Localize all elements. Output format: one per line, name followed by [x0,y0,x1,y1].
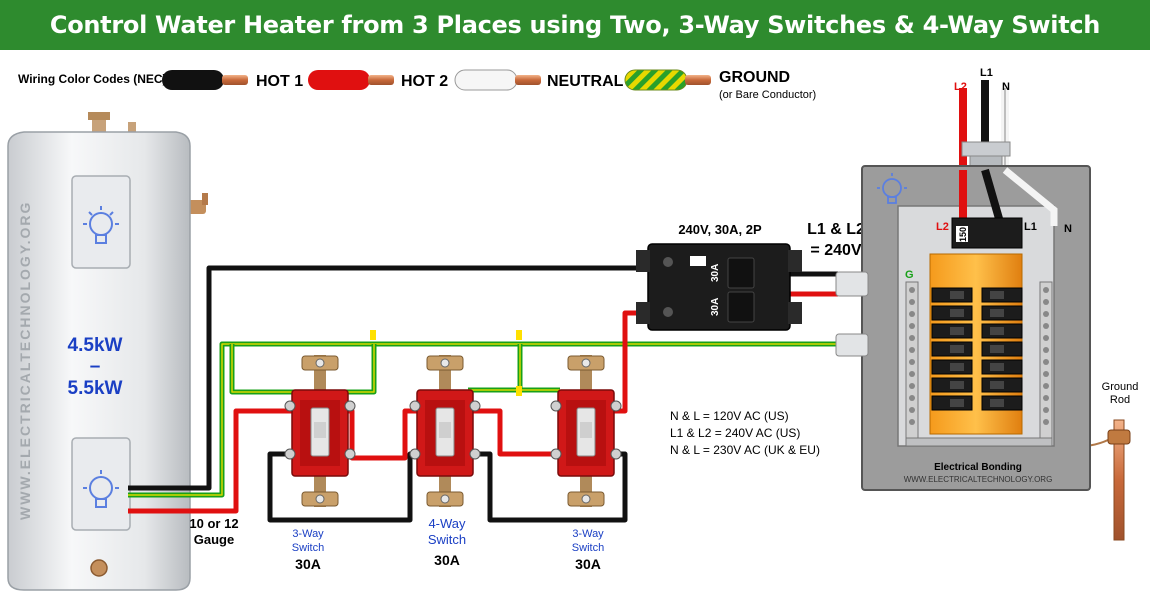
breaker-handle-1[interactable] [727,257,755,289]
panel-label-l1: L1 [1024,221,1037,233]
bonding-label: Electrical Bonding [934,462,1022,473]
gauge-label-line2: Gauge [194,532,234,547]
voltage-note-3: N & L = 230V AC (UK & EU) [670,443,820,457]
main-breaker[interactable] [951,217,1023,249]
breaker-pole1-rating: 30A [710,264,721,282]
upper-access-panel [71,175,131,269]
heater-outlet-pipe [128,122,136,138]
legend-wire-hot1: HOT 1 [162,70,303,90]
switch3-type-line1: 3-Way [572,528,604,540]
panel-fitting-upper [835,271,869,297]
relief-valve [188,200,206,214]
bulb-icon [83,470,119,508]
title-banner: Control Water Heater from 3 Places using… [0,0,1150,50]
switch1-rating: 30A [295,556,321,572]
water-heater: 4.5kW – 5.5kW WWW.ELECTRICALTECHNOLOGY.O… [7,112,208,591]
legend-wire-hot2: HOT 2 [308,70,448,90]
voltage-note-2: L1 & L2 = 240V AC (US) [670,426,800,440]
ground-rod-label-line2: Rod [1110,394,1130,406]
bulb-icon [83,206,119,244]
ground-rod-label-line1: Ground [1102,381,1139,393]
legend-label-neutral: NEUTRAL [547,73,624,90]
color-legend: Wiring Color Codes (NEC) HOT 1 HOT 2 NEU… [18,69,816,101]
ground-splice-markers [370,330,522,396]
heater-power-min: 4.5kW [68,335,123,356]
branch-breakers [931,287,1023,411]
ground-tap-switch2-3 [468,344,560,393]
traveler-black-2 [472,451,628,523]
service-label-l1: L1 [980,67,993,79]
service-label-n: N [1002,81,1010,93]
service-label-l2: L2 [954,81,967,93]
legend-label-hot1: HOT 1 [256,73,303,90]
hot1-heater-to-breaker [128,265,648,491]
double-pole-breaker: 240V, 30A, 2P 30A 30A [636,222,802,331]
switch2-type-line1: 4-Way [428,516,466,531]
supply-label-line2: = 240V [810,242,861,259]
breaker-pole2-rating: 30A [710,298,721,316]
heater-power-max: 5.5kW [68,378,123,399]
gauge-label-line1: 10 or 12 [189,516,238,531]
legend-wire-ground: GROUND (or Bare Conductor) [624,69,816,101]
switch2-type-line2: Switch [428,532,466,547]
drain-valve [90,559,108,577]
breaker-handle-2[interactable] [727,291,755,323]
switch3-rating: 30A [575,556,601,572]
switch-labels: 3-Way Switch 30A 4-Way Switch 30A 3-Way … [292,516,604,572]
supply-label-line1: L1 & L2 [807,221,865,238]
legend-label-hot2: HOT 2 [401,73,448,90]
ground-rod: Ground Rod [1102,381,1139,541]
legend-label-ground: GROUND [719,69,790,86]
switch-1[interactable] [284,355,356,507]
hot2-heater-to-switch1 [128,408,292,514]
voltage-note-1: N & L = 120V AC (US) [670,409,789,423]
switch1-type-line1: 3-Way [292,528,324,540]
legend-heading: Wiring Color Codes (NEC) [18,72,167,86]
service-panel: L2 L1 N 150 L2 L1 N G [835,67,1091,491]
legend-wire-neutral: NEUTRAL [454,69,624,91]
panel-label-l2: L2 [936,221,949,233]
page-title: Control Water Heater from 3 Places using… [49,11,1101,39]
switch-3[interactable] [550,355,622,507]
panel-website: WWW.ELECTRICALTECHNOLOGY.ORG [904,475,1053,484]
traveler-red-2 [472,408,560,457]
heater-watermark: WWW.ELECTRICALTECHNOLOGY.ORG [17,201,33,520]
switch3-type-line2: Switch [572,542,604,554]
panel-fitting-lower [835,333,869,357]
voltage-notes: N & L = 120V AC (US) L1 & L2 = 240V AC (… [670,409,820,457]
legend-ground-note: (or Bare Conductor) [719,89,816,101]
hot2-switch3-to-breaker [612,310,648,414]
traveler-red-1 [348,408,418,461]
switch-group [284,355,622,507]
bonding-strap [905,437,1053,447]
wiring-diagram: Wiring Color Codes (NEC) HOT 1 HOT 2 NEU… [7,67,1139,591]
panel-ground-label: G [905,269,914,281]
heater-tank [7,131,191,591]
bulb-icon [877,173,907,204]
switch-2[interactable] [409,355,481,507]
lower-access-panel [71,437,131,531]
main-breaker-rating: 150 [958,227,968,242]
panel-neutral-label: N [1064,223,1072,235]
heater-power-dash: – [90,356,101,377]
breaker-rating-label: 240V, 30A, 2P [678,222,762,237]
switch1-type-line2: Switch [292,542,324,554]
switch2-rating: 30A [434,552,460,568]
